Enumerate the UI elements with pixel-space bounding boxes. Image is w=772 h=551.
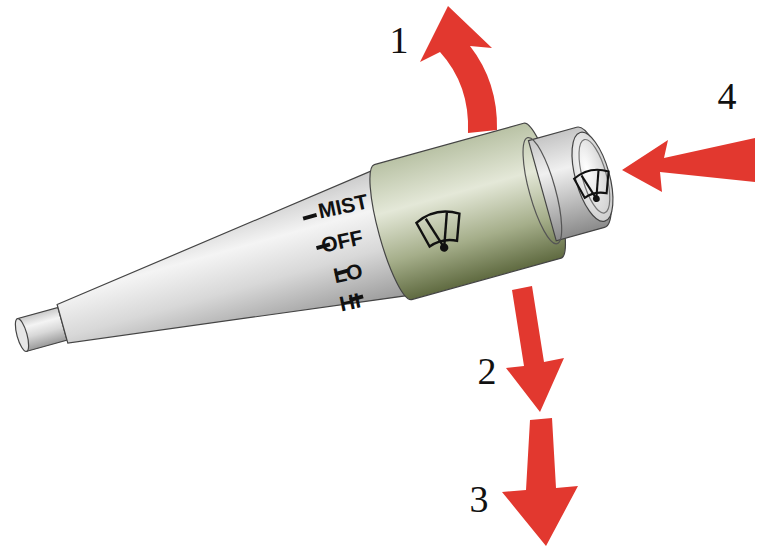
arrow-push <box>622 138 755 192</box>
callout-number: 3 <box>470 480 489 518</box>
callout-number: 2 <box>478 352 497 390</box>
wiper-symbol <box>415 208 466 255</box>
arrow-up <box>420 6 497 133</box>
switch-position-label: HI <box>338 290 363 315</box>
arrow-down-2 <box>502 418 578 546</box>
callout-number: 4 <box>718 77 737 115</box>
wiper-symbol <box>573 167 614 205</box>
switch-position-label: LO <box>332 260 365 287</box>
direction-arrows <box>420 6 755 546</box>
callout-number: 1 <box>390 21 409 59</box>
arrow-down-1 <box>506 286 564 412</box>
